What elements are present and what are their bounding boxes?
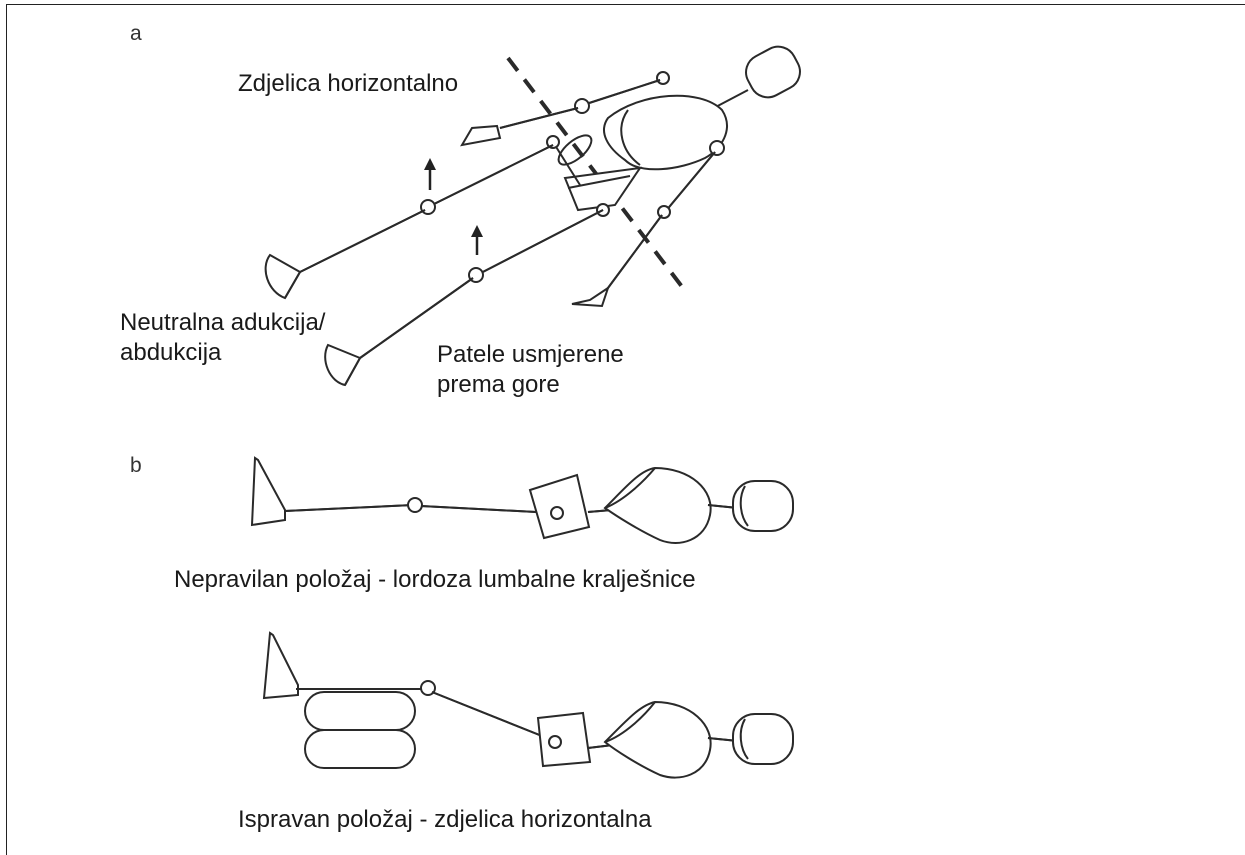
cushion-top: [305, 692, 415, 730]
arrow-up-icon: [424, 158, 436, 190]
torso-b-1: [605, 468, 711, 543]
foot-a-1: [266, 255, 300, 298]
head-b-1: [733, 481, 793, 531]
adduction-label-line2: abdukcija: [120, 338, 221, 368]
figure-b-correct: [264, 633, 793, 778]
panel-b-letter: b: [130, 454, 142, 478]
patella-label-line2: prema gore: [437, 370, 560, 400]
foot-b-1: [252, 458, 285, 525]
adduction-label-line1: Neutralna adukcija/: [120, 308, 325, 338]
patella-label-line1: Patele usmjerene: [437, 340, 624, 370]
figure-b-incorrect: [252, 458, 793, 543]
pelvis-b-2: [538, 713, 590, 766]
foot-a-2: [325, 345, 360, 385]
pelvis-label: Zdjelica horizontalno: [238, 69, 458, 99]
head-b-2: [733, 714, 793, 764]
caption-correct: Ispravan položaj - zdjelica horizontalna: [238, 806, 652, 834]
head-a: [740, 40, 807, 103]
cushion-bottom: [305, 730, 415, 768]
panel-a-letter: a: [130, 22, 142, 46]
foot-b-2: [264, 633, 298, 698]
arrow-up-icon: [471, 225, 483, 255]
caption-incorrect: Nepravilan položaj - lordoza lumbalne kr…: [174, 566, 696, 594]
torso-b-2: [605, 702, 711, 778]
